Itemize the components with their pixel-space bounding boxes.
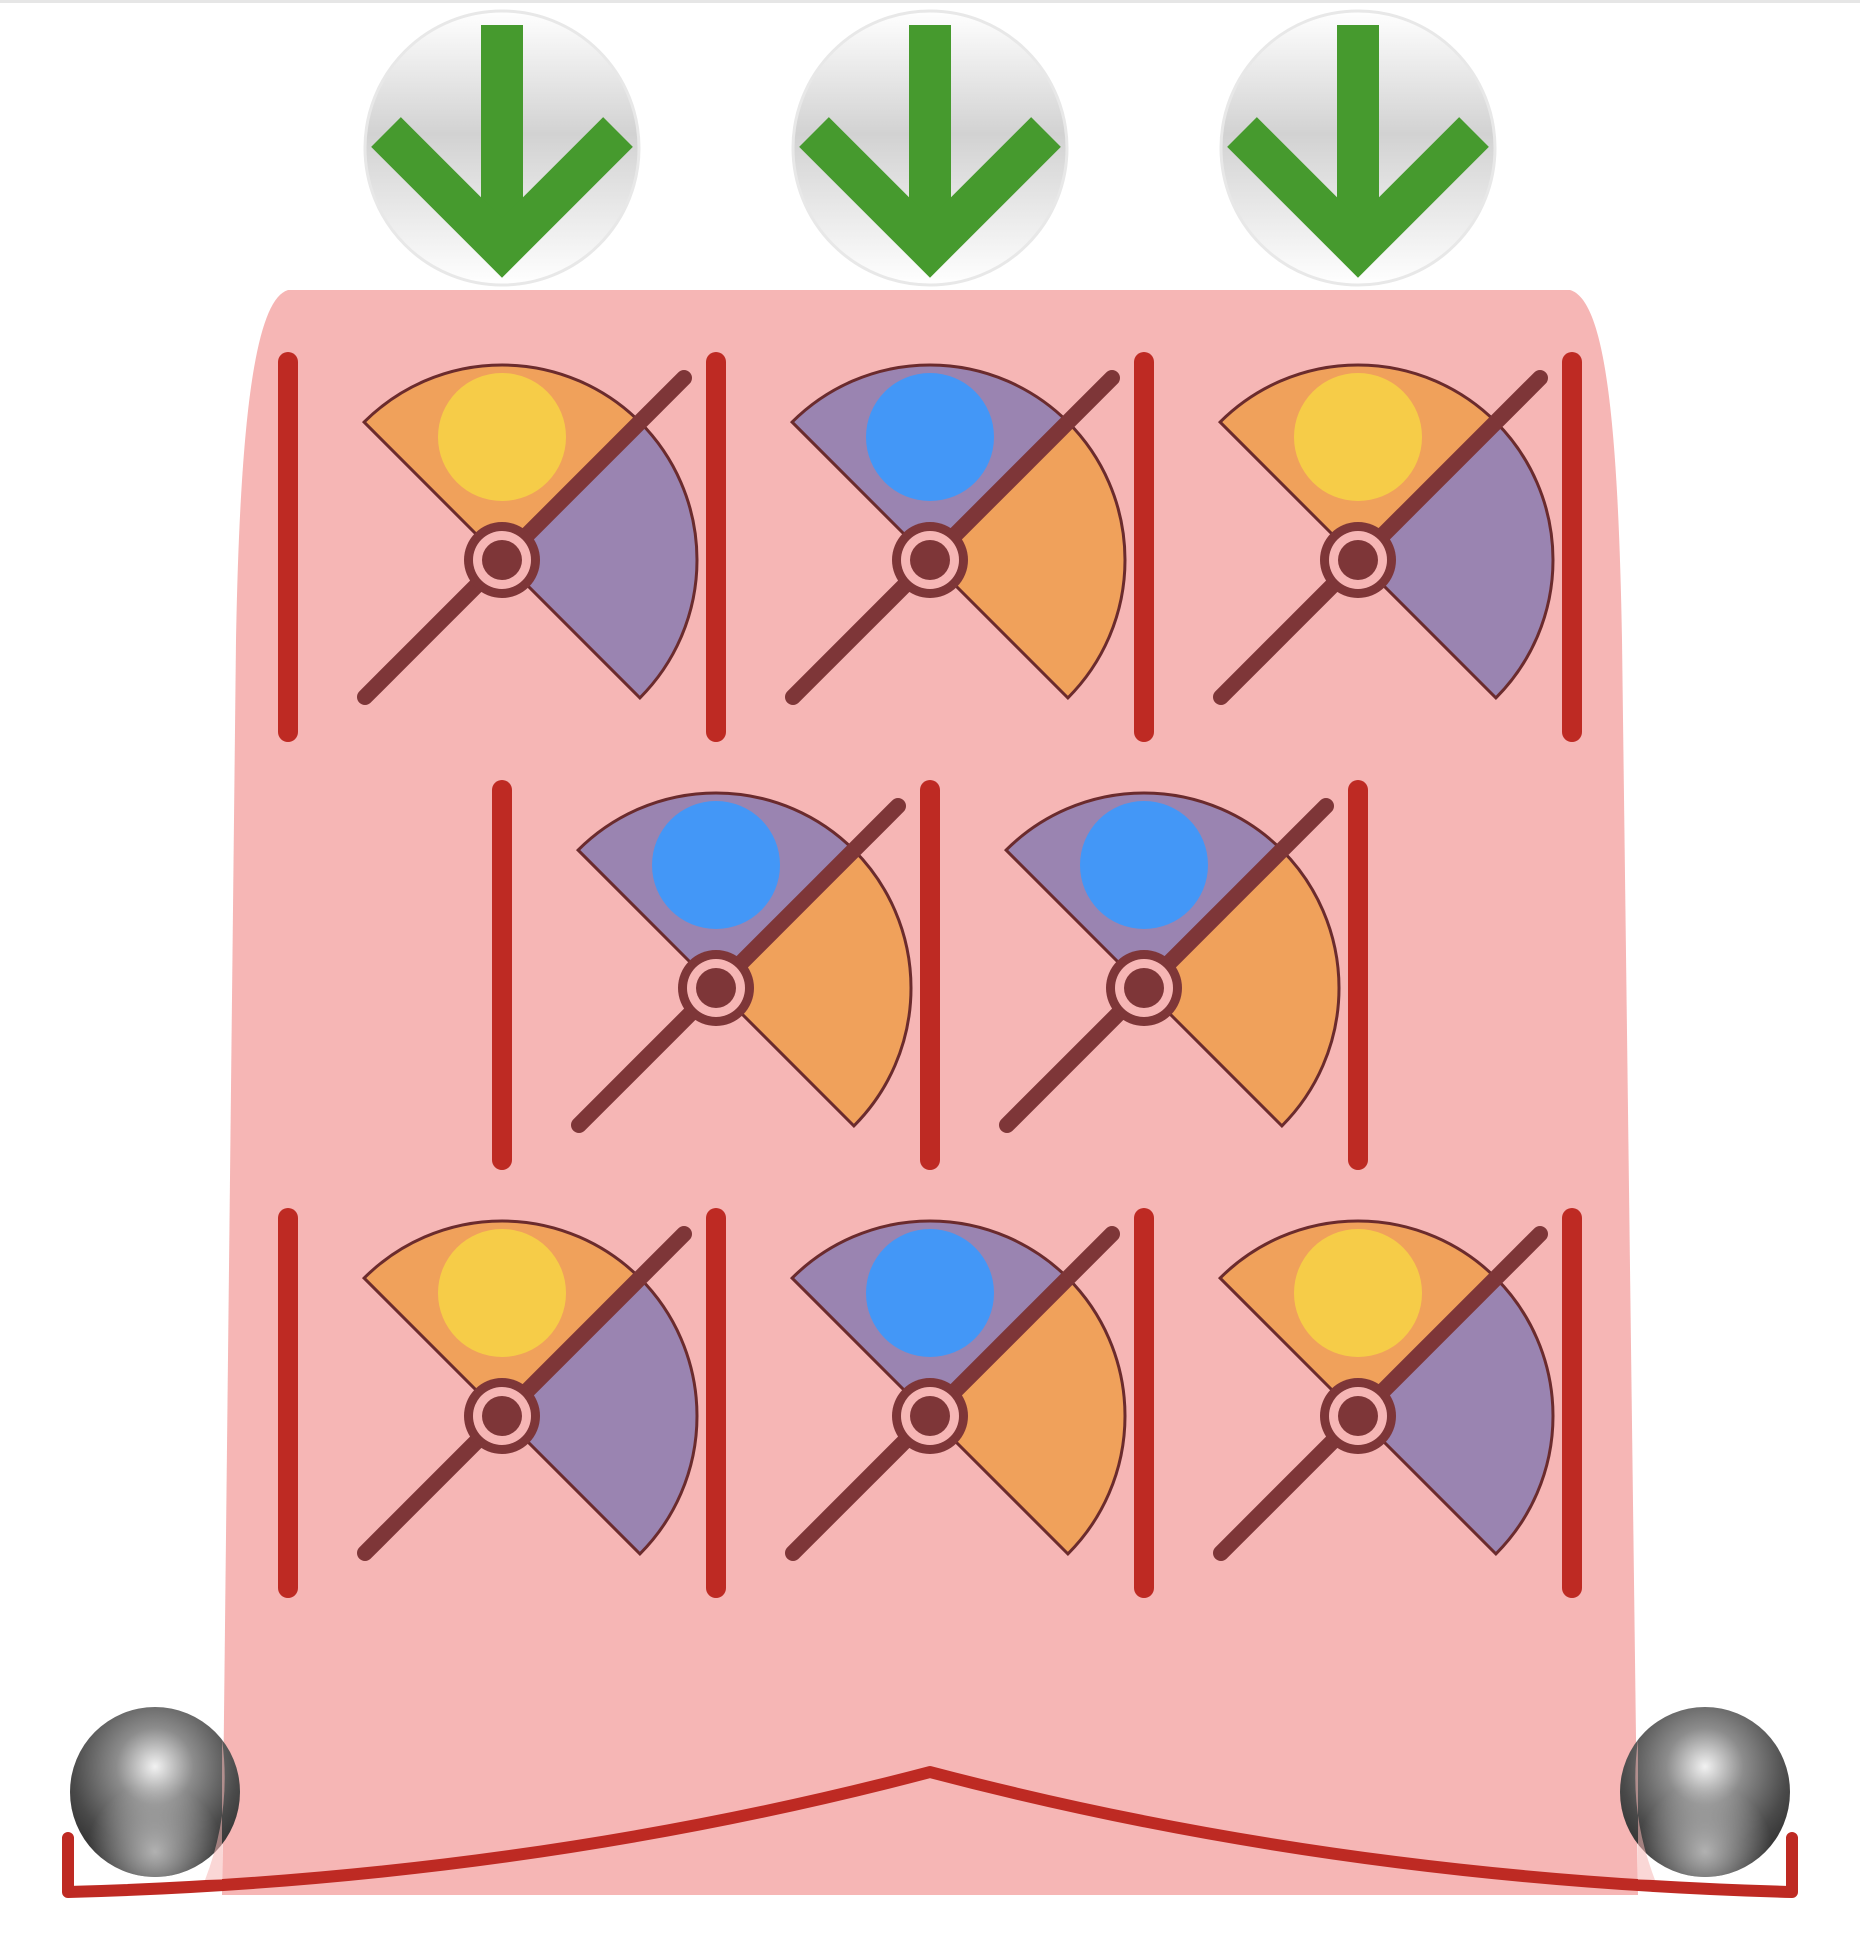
- ball-reflection: [1620, 1707, 1790, 1877]
- flipper-r1-c3[interactable]: [1213, 363, 1555, 705]
- marble-yellow: [438, 1229, 566, 1357]
- board-edge-left: [205, 1740, 225, 1880]
- marble-blue: [652, 801, 780, 929]
- board-edge-right: [1635, 1740, 1655, 1880]
- arrow-down-icon: [799, 25, 1061, 278]
- flipper-r2-c2[interactable]: [999, 791, 1341, 1133]
- top-divider: [0, 0, 1860, 3]
- arrow-head: [799, 117, 1061, 278]
- flipper-r3-c3[interactable]: [1213, 1219, 1555, 1561]
- collected-ball-left: [70, 1707, 240, 1877]
- flipper-hub-pin: [696, 968, 736, 1008]
- flipper-side-sector: [1141, 847, 1341, 1129]
- drop-button-1[interactable]: [363, 9, 641, 287]
- flipper-side-sector: [927, 419, 1127, 701]
- flipper-r2-c1[interactable]: [571, 791, 913, 1133]
- marble-blue: [866, 373, 994, 501]
- flipper-side-sector: [499, 419, 699, 701]
- ball-reflection: [70, 1707, 240, 1877]
- flipper-hub-pin: [1338, 540, 1378, 580]
- drop-button-3[interactable]: [1219, 9, 1497, 287]
- collection-tray: [62, 1766, 1798, 1898]
- flipper-r3-c2[interactable]: [785, 1219, 1127, 1561]
- marble-yellow: [1294, 373, 1422, 501]
- flipper-side-sector: [499, 1275, 699, 1557]
- drop-button-2[interactable]: [791, 9, 1069, 287]
- marble-blue: [866, 1229, 994, 1357]
- arrow-head: [1227, 117, 1489, 278]
- arrow-down-icon: [1227, 25, 1489, 278]
- flipper-r1-c2[interactable]: [785, 363, 1127, 705]
- flipper-hub-pin: [1124, 968, 1164, 1008]
- flipper-hub-pin: [910, 540, 950, 580]
- flipper-r3-c1[interactable]: [357, 1219, 699, 1561]
- flipper-side-sector: [1355, 419, 1555, 701]
- arrow-head: [371, 117, 633, 278]
- flipper-side-sector: [1355, 1275, 1555, 1557]
- flipper-side-sector: [713, 847, 913, 1129]
- arrow-down-icon: [371, 25, 633, 278]
- marble-yellow: [1294, 1229, 1422, 1357]
- flipper-hub-pin: [910, 1396, 950, 1436]
- flipper-r1-c1[interactable]: [357, 363, 699, 705]
- flipper-side-sector: [927, 1275, 1127, 1557]
- marble-yellow: [438, 373, 566, 501]
- flipper-hub-pin: [1338, 1396, 1378, 1436]
- flipper-hub-pin: [482, 1396, 522, 1436]
- collected-ball-right: [1620, 1707, 1790, 1877]
- flipper-hub-pin: [482, 540, 522, 580]
- marble-blue: [1080, 801, 1208, 929]
